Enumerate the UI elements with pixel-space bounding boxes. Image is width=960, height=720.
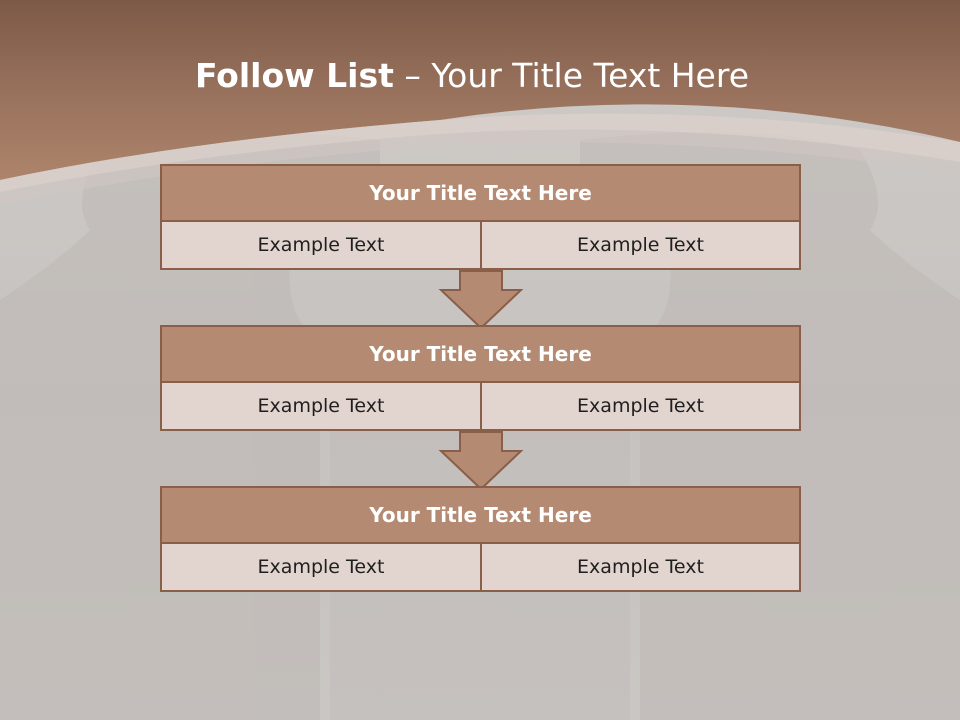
slide-title-rest: – Your Title Text Here	[404, 56, 750, 95]
down-arrow-icon	[438, 270, 524, 330]
banner-arc-light	[0, 113, 960, 192]
step-title: Your Title Text Here	[160, 325, 801, 383]
step-title: Your Title Text Here	[160, 164, 801, 222]
down-arrow-icon	[438, 431, 524, 491]
step-text-right: Example Text	[480, 381, 801, 431]
step-text-right: Example Text	[480, 220, 801, 270]
step-text-right: Example Text	[480, 542, 801, 592]
step-title: Your Title Text Here	[160, 486, 801, 544]
slide-title: Follow List – Your Title Text Here	[0, 52, 944, 100]
slide-title-bold: Follow List	[194, 56, 394, 95]
top-banner	[0, 0, 960, 180]
step-text-left: Example Text	[160, 381, 482, 431]
step-text-left: Example Text	[160, 542, 482, 592]
step-text-left: Example Text	[160, 220, 482, 270]
